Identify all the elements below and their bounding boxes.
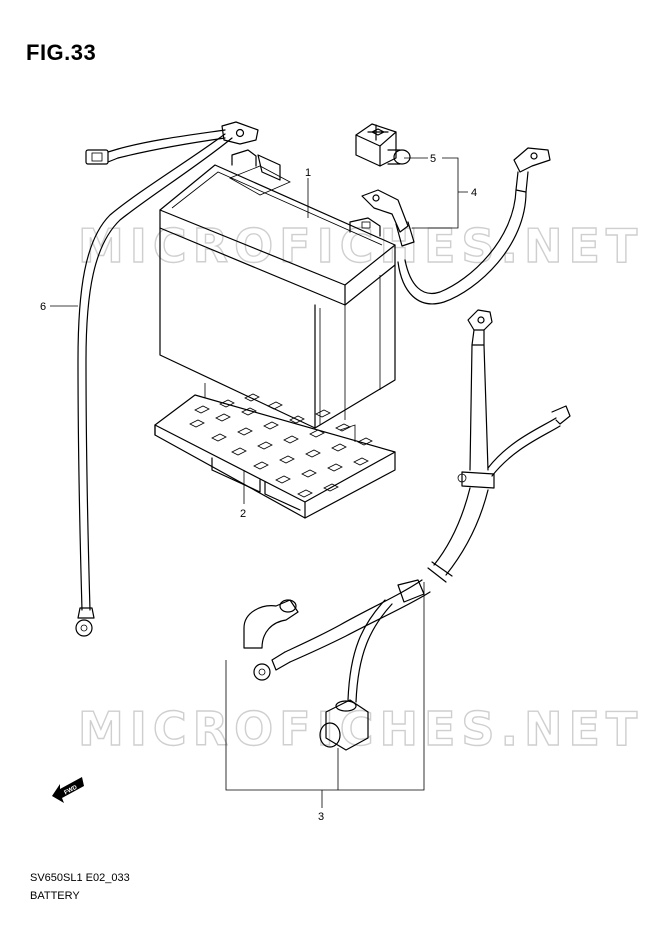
fwd-arrow-icon: FWD: [52, 777, 84, 803]
part-2-battery-tray: [154, 383, 396, 519]
watermark-top: MICROFICHES.NET: [78, 219, 643, 273]
callout-6: 6: [40, 301, 46, 313]
part-1-battery: [159, 149, 396, 429]
callout-2: 2: [240, 508, 246, 520]
callout-1: 1: [305, 167, 311, 179]
watermark-bottom: MICROFICHES.NET: [78, 702, 643, 756]
footer-name: BATTERY: [30, 890, 80, 902]
callout-5: 5: [430, 153, 436, 165]
part-6-lead-wire: [75, 121, 259, 637]
callout-leaders: [50, 157, 468, 504]
figure-title: FIG.33: [26, 40, 97, 65]
callout-3: 3: [318, 811, 324, 823]
callout-4: 4: [471, 187, 477, 199]
part-3-main-harness: [225, 309, 571, 808]
footer-code: SV650SL1 E02_033: [30, 872, 130, 884]
part-4-battery-cable: [361, 147, 551, 305]
part-5-terminal-cover: [355, 123, 411, 167]
